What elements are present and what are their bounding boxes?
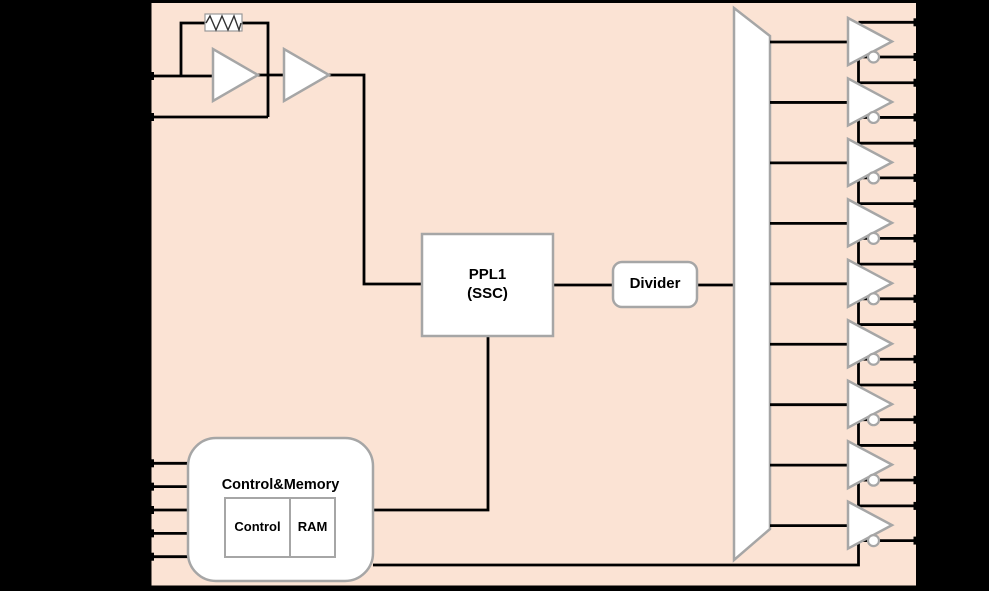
xout-pin (146, 113, 154, 121)
resistor-icon (204, 13, 243, 33)
inverter-bubble-icon (866, 231, 881, 245)
output-buffer-bank (770, 15, 922, 551)
output-buffer-unit (770, 76, 922, 144)
output-buffer-unit (770, 197, 922, 265)
control-bottom-wire (373, 540, 860, 567)
output-pin (913, 415, 922, 424)
control-pin (145, 529, 154, 538)
output-pin (913, 355, 922, 364)
inverter-bubble-icon (866, 413, 881, 427)
amp-triangle-icon (282, 46, 332, 104)
output-pin (913, 199, 922, 208)
control-pin (145, 552, 154, 561)
osc-to-pll-wire (329, 73, 422, 286)
inverter-bubble-icon (866, 50, 881, 64)
output-pin (913, 53, 922, 61)
inverter-bubble-icon (866, 473, 881, 487)
output-pin (913, 260, 922, 269)
output-pin (913, 18, 922, 27)
pll-label-line2: (SSC) (467, 285, 508, 302)
output-pin (913, 113, 922, 122)
output-buffer-unit (770, 499, 922, 551)
output-pin (913, 78, 922, 87)
output-buffer-unit (770, 15, 922, 83)
inverter-bubble-icon (866, 533, 881, 548)
output-pin (913, 501, 922, 510)
output-buffer-unit (770, 318, 922, 385)
control-cell-label: Control (234, 519, 281, 535)
divider-block (611, 260, 699, 309)
output-buffer-unit (770, 257, 922, 325)
inverter-bubble-icon (866, 171, 881, 185)
control-ram-box (224, 497, 336, 558)
ram-cell-label: RAM (297, 519, 328, 535)
control-pin (145, 482, 154, 491)
output-buffer-unit (770, 378, 922, 446)
output-buffer-unit (770, 136, 922, 204)
control-memory-title: Control&Memory (221, 476, 340, 493)
output-pin (913, 173, 922, 182)
output-pin (913, 476, 922, 485)
crystal-oscillator (150, 21, 422, 286)
inverter-bubble-icon (866, 352, 881, 366)
control-to-pll-wire (373, 336, 490, 512)
pll-label-line1: PPL1 (468, 266, 507, 284)
amp-triangle-icon (211, 46, 261, 104)
output-buffer-unit (770, 439, 922, 506)
output-pin (913, 381, 922, 389)
output-pin (913, 234, 922, 243)
control-pin-group (145, 459, 190, 561)
control-pin (145, 459, 154, 468)
output-pin (913, 320, 922, 329)
output-pin (913, 441, 922, 450)
divider-label: Divider (629, 275, 681, 293)
inverter-bubble-icon (866, 292, 881, 306)
mux (732, 5, 772, 563)
pll-label: PPL1 (SSC) (422, 234, 553, 336)
feedback-wire-left (179, 21, 206, 76)
inverter-bubble-icon (866, 110, 881, 125)
xin-pin (146, 72, 154, 80)
output-pin (913, 139, 922, 148)
control-pin (145, 506, 154, 514)
output-pin (913, 294, 922, 303)
output-pin (913, 536, 922, 545)
pll-block (420, 232, 555, 338)
feedback-wire-right (242, 21, 270, 117)
